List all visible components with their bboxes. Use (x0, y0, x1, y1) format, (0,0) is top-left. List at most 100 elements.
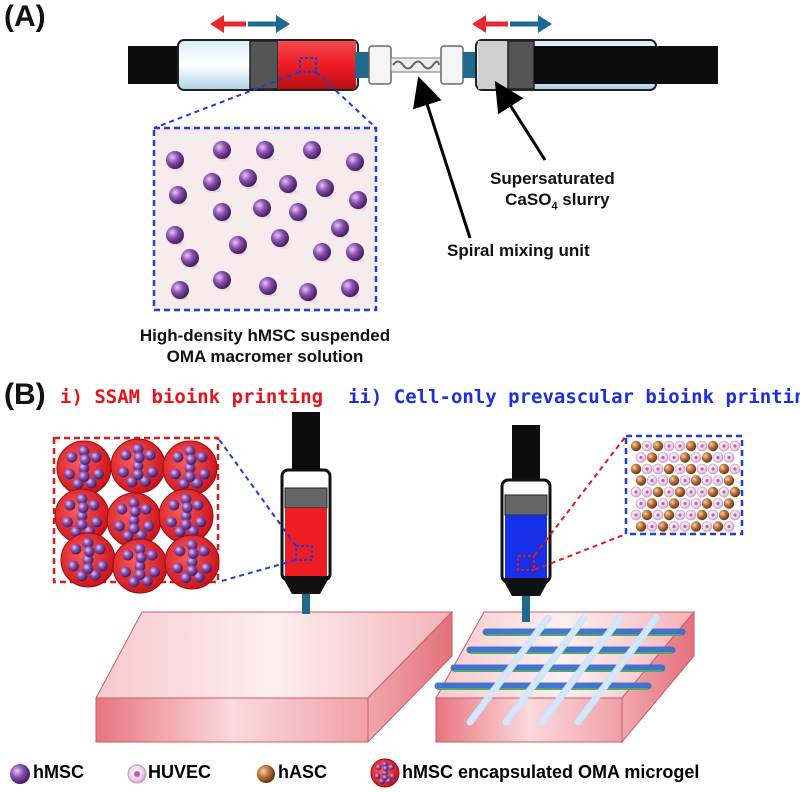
encapsulated-hmsc (78, 445, 90, 457)
encapsulated-hmsc (129, 506, 141, 517)
huvec-nucleus (645, 467, 649, 471)
hasc-cell (718, 463, 730, 475)
huvec-nucleus (700, 444, 704, 448)
encapsulated-hmsc (187, 525, 199, 537)
mixer-label: Spiral mixing unit (447, 241, 590, 260)
huvec-nucleus (689, 513, 693, 517)
hmsc-cell (289, 203, 307, 221)
legend-hmsc: hMSC (33, 762, 84, 783)
huvec-nucleus (667, 490, 671, 494)
microgels-group (54, 438, 220, 594)
left-direction-arrows (210, 15, 290, 33)
legend-hasc-label: hASC (278, 762, 327, 782)
encapsulated-hmsc (166, 516, 177, 528)
encapsulated-hmsc (93, 468, 104, 480)
huvec-nucleus (683, 524, 687, 529)
encapsulated-hmsc (168, 499, 180, 511)
encapsulated-hmsc (76, 493, 88, 505)
hasc-cell (630, 463, 642, 475)
mixed-cells-group (630, 440, 741, 532)
encapsulated-hmsc (388, 764, 395, 771)
legend-icons (10, 758, 400, 788)
huvec-nucleus (722, 490, 726, 494)
encapsulated-hmsc (172, 562, 183, 574)
encapsulated-hmsc (201, 562, 212, 574)
panel-a-label: (A) (4, 0, 46, 33)
encapsulated-hmsc (147, 466, 158, 478)
slurry-label-line2: CaSO4 slurry (505, 190, 610, 213)
encapsulated-hmsc (180, 572, 192, 584)
left-zoom-line-top (217, 437, 297, 547)
hasc-cell (685, 463, 697, 475)
right-print-title: ii) Cell-only prevascular bioink printin… (348, 386, 800, 408)
huvec-nucleus (727, 455, 731, 460)
hmsc-cell (166, 226, 184, 244)
encapsulated-hmsc (78, 471, 90, 482)
encapsulated-hmsc (180, 493, 192, 505)
encapsulated-hmsc (116, 503, 128, 515)
encapsulated-hmsc (192, 499, 204, 511)
huvec-nucleus (678, 467, 682, 471)
huvec-nucleus (678, 513, 682, 517)
hmsc-cell (171, 281, 189, 299)
hmsc-cell (341, 279, 359, 297)
hasc-cell (712, 521, 724, 532)
encapsulated-hmsc (374, 773, 381, 779)
encapsulated-hmsc (122, 549, 134, 561)
encapsulated-hmsc (193, 571, 205, 583)
hmsc-cell (253, 199, 271, 217)
encapsulated-hmsc (97, 560, 108, 572)
encapsulated-hmsc (379, 778, 385, 784)
legend-hasc: hASC (278, 762, 327, 783)
hmsc-cell (239, 169, 257, 187)
encapsulated-hmsc (382, 774, 388, 781)
encapsulated-hmsc (184, 471, 196, 482)
huvec-nucleus (650, 478, 654, 483)
hmsc-cells-group (166, 141, 371, 304)
huvec-nucleus (656, 513, 660, 517)
hasc-cell (646, 498, 658, 509)
hmsc-cell (213, 203, 231, 221)
encapsulated-hmsc (62, 516, 73, 528)
encapsulated-hmsc (187, 548, 199, 559)
hasc-cell (707, 486, 719, 498)
encapsulated-hmsc (385, 778, 392, 784)
hmsc-cell (303, 141, 321, 159)
legend-huvec: HUVEC (148, 762, 211, 783)
huvec-nucleus (694, 501, 698, 506)
slurry-pointer-arrow (494, 80, 547, 161)
encapsulated-hmsc (134, 543, 146, 555)
huvec-nucleus (705, 524, 709, 529)
hmsc-cell (181, 249, 199, 267)
huvec-nucleus (700, 467, 704, 471)
hasc-cell (718, 509, 730, 521)
encapsulated-hmsc (128, 576, 140, 588)
hasc-cell (668, 475, 680, 486)
microgel-icon (370, 758, 400, 788)
huvec-nucleus (722, 444, 726, 448)
hasc-cell (646, 452, 658, 463)
encapsulated-hmsc (382, 770, 388, 776)
hmsc-cell (331, 219, 349, 237)
encapsulated-hmsc (170, 468, 181, 480)
huvec-nucleus (667, 444, 671, 448)
encapsulated-hmsc (174, 545, 186, 557)
encapsulated-hmsc (196, 451, 208, 463)
encapsulated-hmsc (375, 764, 382, 771)
huvec-nucleus (661, 501, 665, 506)
hasc-cell (701, 452, 713, 463)
hmsc-cell (349, 191, 367, 209)
connector-right (440, 45, 464, 85)
huvec-nucleus (634, 513, 638, 517)
right-zoom-line-bottom (533, 533, 627, 571)
huvec-nucleus (716, 455, 720, 460)
huvec-nucleus (683, 501, 687, 506)
hasc-cell (723, 498, 735, 509)
hmsc-cell (313, 243, 331, 261)
hmsc-cell (229, 236, 247, 254)
huvec-nucleus (733, 467, 737, 471)
encapsulated-hmsc (199, 468, 210, 480)
encapsulated-hmsc (181, 502, 193, 513)
huvec-nucleus (700, 490, 704, 494)
